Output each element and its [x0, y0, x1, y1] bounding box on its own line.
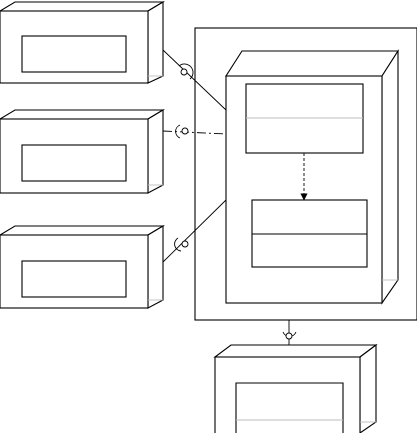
- socket-icon: [175, 124, 181, 139]
- central-container-frame: [194, 27, 417, 321]
- node-middle-left[interactable]: [0, 109, 165, 194]
- node-bottom-inner-panel: [235, 382, 344, 433]
- central-container[interactable]: [194, 27, 417, 321]
- connector-ball-icon: [180, 68, 188, 76]
- node-top-left[interactable]: [0, 1, 165, 84]
- connector-top-left[interactable]: [162, 49, 227, 111]
- connector-ball-icon: [181, 127, 189, 135]
- socket-icon: [178, 63, 194, 80]
- node-middle-left-inner-panel: [21, 144, 127, 182]
- connector-ball-icon: [285, 332, 293, 340]
- node-top-left-inner-panel: [21, 35, 127, 73]
- upper-part[interactable]: [245, 83, 364, 154]
- connector-ball-icon: [181, 240, 189, 248]
- node-bottom-left-inner-panel: [21, 260, 127, 298]
- node-bottom[interactable]: [213, 343, 378, 433]
- socket-icon: [174, 237, 182, 252]
- connector-bottom[interactable]: [282, 320, 297, 345]
- connector-middle-left[interactable]: [162, 124, 227, 139]
- node-bottom-left[interactable]: [0, 225, 165, 309]
- connector-bottom-left[interactable]: [162, 199, 227, 263]
- inner-node[interactable]: [224, 49, 400, 305]
- lower-part[interactable]: [251, 199, 368, 268]
